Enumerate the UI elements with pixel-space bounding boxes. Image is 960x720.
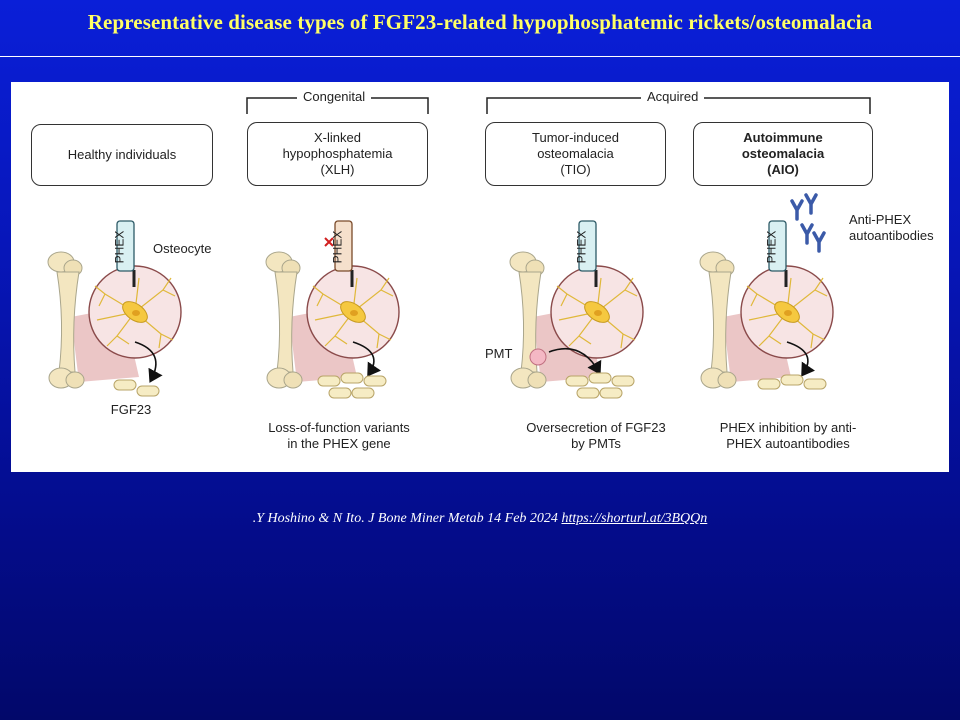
antibody-icon [800, 223, 814, 245]
box-line: (TIO) [560, 162, 591, 177]
citation: .Y Hoshino & N Ito. J Bone Miner Metab 1… [0, 511, 960, 527]
receptor-label: PHEX [764, 230, 779, 264]
loss-of-function-x-icon [324, 237, 334, 247]
panel-aio-illustration [699, 193, 834, 390]
citation-link[interactable]: https://shorturl.at/3BQQn [561, 511, 708, 526]
callout-line: Anti-PHEX [849, 212, 912, 227]
antibody-icon [804, 193, 818, 215]
caption-line: Loss-of-function variants [268, 420, 410, 435]
antibody-icon [812, 231, 826, 253]
box-line: X-linked [314, 130, 361, 145]
caption-line: PHEX inhibition by anti- [719, 420, 857, 435]
figure-graphics [47, 97, 871, 399]
box-line: (XLH) [320, 162, 355, 177]
phex-receptor-icon [116, 220, 135, 272]
callout-line: autoantibodies [849, 228, 934, 243]
receptor-label: PHEX [112, 230, 127, 264]
group-label-acquired: Acquired [641, 89, 705, 104]
phex-receptor-icon [768, 220, 787, 272]
phex-receptor-icon [578, 220, 597, 272]
box-tio: Tumor-induced osteomalacia (TIO) [485, 122, 666, 186]
caption-line: PHEX autoantibodies [726, 436, 850, 451]
panel-healthy-illustration [47, 220, 182, 397]
caption-line: by PMTs [571, 436, 621, 451]
box-line: hypophosphatemia [282, 146, 393, 161]
box-line: osteomalacia [741, 146, 825, 161]
antibody-icon [790, 199, 804, 221]
panel-xlh-illustration [265, 220, 400, 399]
box-xlh: X-linked hypophosphatemia (XLH) [247, 122, 428, 186]
caption-line: FGF23 [110, 402, 152, 417]
panel-tio-illustration [509, 220, 644, 399]
receptor-label: PHEX [330, 230, 345, 264]
slide-title: Representative disease types of FGF23-re… [87, 10, 873, 34]
box-aio: Autoimmune osteomalacia (AIO) [693, 122, 873, 186]
box-line: Tumor-induced [532, 130, 619, 145]
receptor-label: PHEX [574, 230, 589, 264]
pmt-tumor-icon [529, 348, 547, 366]
group-label-congenital: Congenital [297, 89, 372, 104]
caption-line: Oversecretion of FGF23 [526, 420, 666, 435]
caption-tio: Oversecretion of FGF23 by PMTs [501, 420, 691, 452]
box-line: (AIO) [767, 162, 799, 177]
osteocyte-label: Osteocyte [153, 241, 212, 256]
caption-line: in the PHEX gene [287, 436, 391, 451]
caption-xlh: Loss-of-function variants in the PHEX ge… [239, 420, 439, 452]
box-line: Autoimmune [743, 130, 823, 145]
caption-aio: PHEX inhibition by anti- PHEX autoantibo… [693, 420, 883, 452]
box-healthy-individuals: Healthy individuals [31, 124, 213, 186]
phex-receptor-icon [334, 220, 353, 272]
pmt-label: PMT [485, 346, 513, 361]
box-line: Healthy individuals [67, 147, 177, 162]
title-divider [0, 56, 960, 57]
figure-panel: Congenital Acquired Healthy individuals … [11, 82, 949, 472]
box-line: osteomalacia [537, 146, 614, 161]
caption-healthy: FGF23 [81, 402, 181, 418]
anti-phex-label: Anti-PHEX autoantibodies [849, 212, 934, 244]
citation-text: .Y Hoshino & N Ito. J Bone Miner Metab 1… [252, 511, 558, 526]
